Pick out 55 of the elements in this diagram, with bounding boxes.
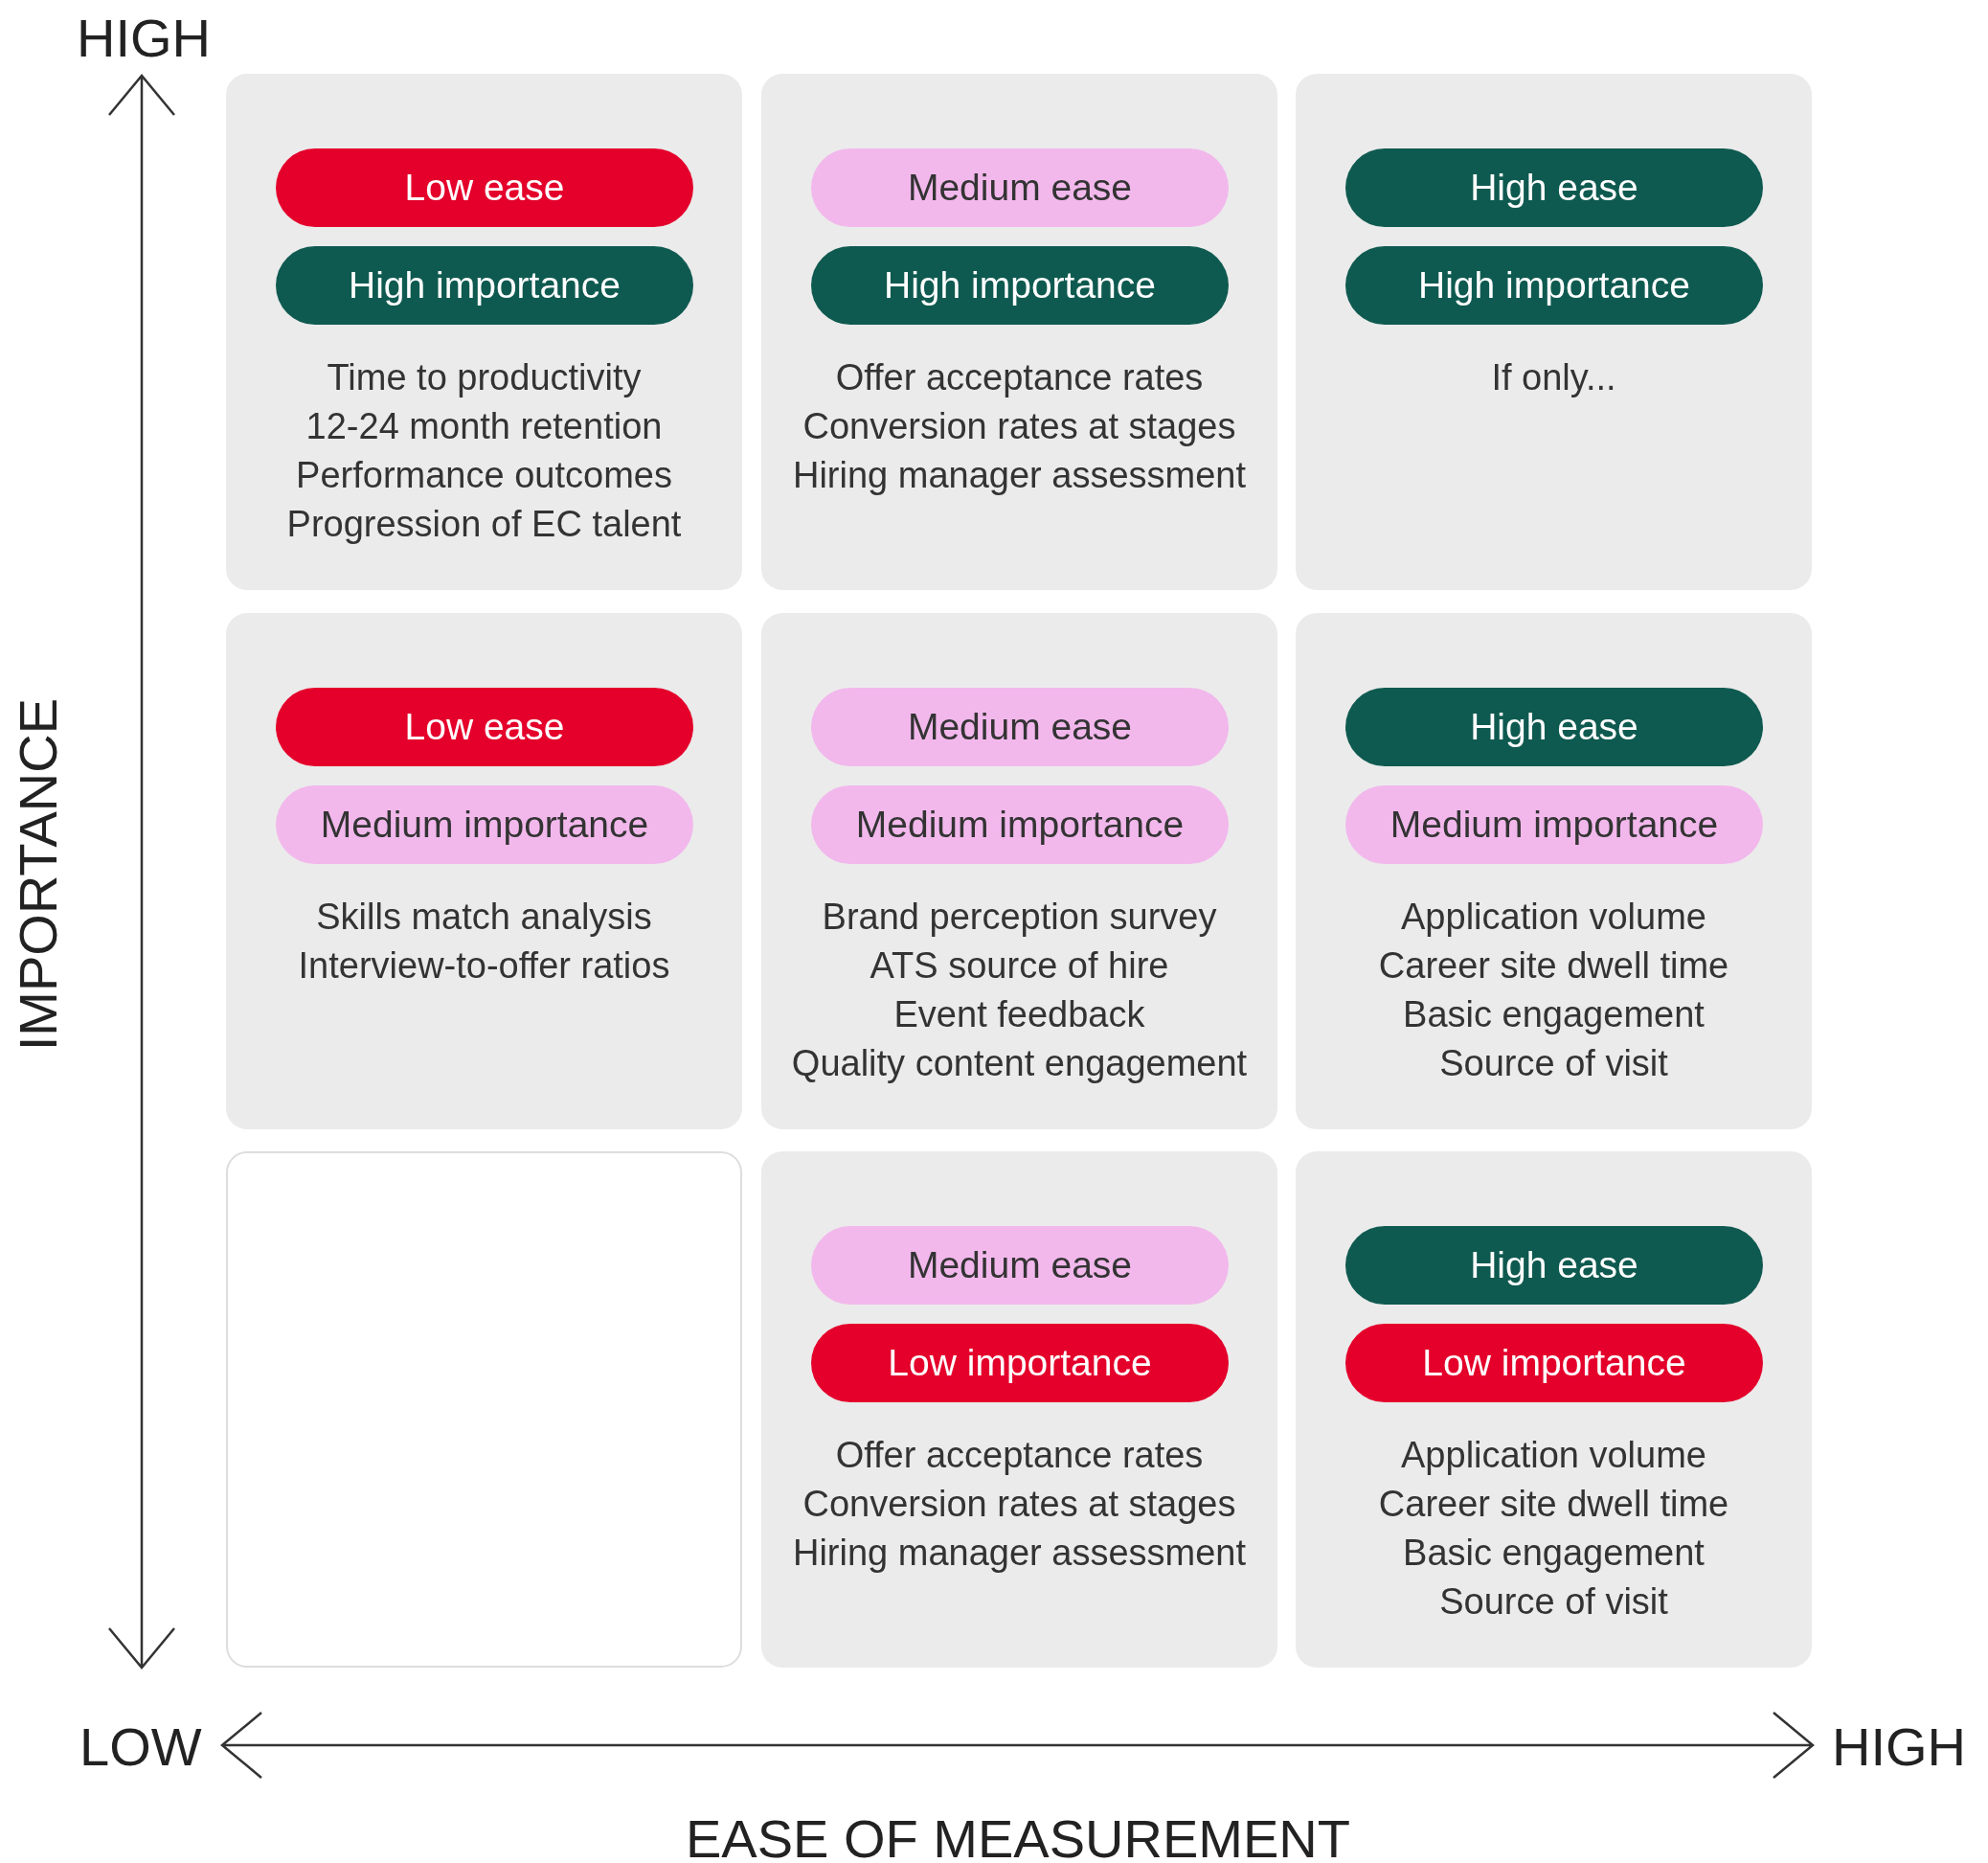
axis-end-label: LOW — [79, 1720, 202, 1774]
metric-text: Application volume — [1401, 896, 1706, 939]
rating-pill: High importance — [811, 246, 1229, 325]
metric-text: 12-24 month retention — [305, 405, 663, 448]
rating-pill: Medium ease — [811, 1226, 1229, 1305]
matrix-cell — [226, 613, 742, 1129]
metric-text: Quality content engagement — [791, 1042, 1248, 1085]
matrix-cell — [761, 1151, 1277, 1668]
metric-text: Source of visit — [1439, 1042, 1668, 1085]
metric-text: Career site dwell time — [1378, 1483, 1729, 1526]
empty-cell — [226, 1151, 742, 1668]
rating-pill: Low importance — [1345, 1324, 1763, 1402]
metric-text: Hiring manager assessment — [792, 1532, 1247, 1575]
metric-text: Performance outcomes — [296, 454, 672, 497]
rating-pill: Medium ease — [811, 688, 1229, 766]
metric-text: Time to productivity — [327, 356, 642, 399]
metric-text: Conversion rates at stages — [802, 1483, 1236, 1526]
metric-text: Skills match analysis — [316, 896, 652, 939]
rating-pill: Low importance — [811, 1324, 1229, 1402]
rating-pill: Medium ease — [811, 148, 1229, 227]
rating-pill: Medium importance — [1345, 785, 1763, 864]
rating-pill: High importance — [276, 246, 693, 325]
rating-pill: High importance — [1345, 246, 1763, 325]
matrix-cell — [761, 74, 1277, 590]
axis-title: IMPORTANCE — [11, 698, 65, 1052]
metric-text: Progression of EC talent — [286, 503, 682, 546]
metric-text: Offer acceptance rates — [835, 356, 1204, 399]
metric-text: Conversion rates at stages — [802, 405, 1236, 448]
axis-title: EASE OF MEASUREMENT — [686, 1812, 1350, 1863]
metric-text: Application volume — [1401, 1434, 1706, 1477]
metric-text: Interview-to-offer ratios — [298, 944, 670, 988]
metric-text: ATS source of hire — [870, 944, 1169, 988]
matrix-cell — [761, 613, 1277, 1129]
metric-text: Hiring manager assessment — [792, 454, 1247, 497]
metric-text: Brand perception survey — [822, 896, 1217, 939]
metric-text: Offer acceptance rates — [835, 1434, 1204, 1477]
rating-pill: High ease — [1345, 688, 1763, 766]
axis-end-label: HIGH — [1832, 1720, 1966, 1774]
metric-text: Career site dwell time — [1378, 944, 1729, 988]
rating-pill: High ease — [1345, 1226, 1763, 1305]
rating-pill: High ease — [1345, 148, 1763, 227]
rating-pill: Medium importance — [811, 785, 1229, 864]
axis-end-label: HIGH — [77, 11, 211, 65]
rating-pill: Medium importance — [276, 785, 693, 864]
metric-text: Basic engagement — [1403, 993, 1705, 1036]
matrix-cell — [1296, 74, 1812, 590]
matrix-cell — [226, 74, 742, 590]
matrix-cell — [1296, 1151, 1812, 1668]
rating-pill: Low ease — [276, 688, 693, 766]
metric-text: Basic engagement — [1403, 1532, 1705, 1575]
matrix-cell — [1296, 613, 1812, 1129]
rating-pill: Low ease — [276, 148, 693, 227]
metric-text: Source of visit — [1439, 1580, 1668, 1624]
metric-text: If only... — [1491, 356, 1616, 399]
metric-text: Event feedback — [893, 993, 1145, 1036]
